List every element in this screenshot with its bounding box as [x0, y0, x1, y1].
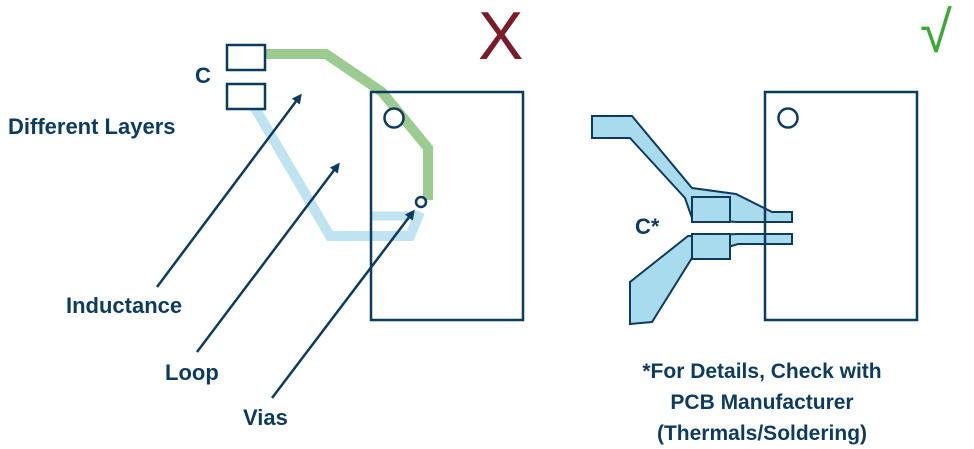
arrow-vias	[271, 209, 415, 399]
capacitor-pad-bottom	[225, 82, 267, 111]
manufacturer-note: *For Details, Check with PCB Manufacture…	[612, 356, 912, 449]
note-line-1: *For Details, Check with	[642, 360, 882, 383]
note-line-3: (Thermals/Soldering)	[656, 422, 868, 445]
arrow-loop	[196, 162, 340, 353]
via-hole	[414, 195, 428, 209]
pin1-marker-left	[383, 107, 405, 129]
arrow-inductance	[155, 93, 302, 288]
ic-package-left	[369, 90, 525, 322]
vias-label: Vias	[243, 405, 288, 430]
capacitor-body-good-bottom	[691, 233, 731, 260]
capacitor-pad-top	[225, 43, 267, 72]
pin1-marker-right	[777, 107, 799, 129]
ic-package-right	[763, 90, 919, 322]
green-trace-top-layer	[264, 49, 433, 200]
copper-trace-bottom	[629, 233, 793, 326]
copper-trace-top	[591, 115, 793, 223]
capacitor-body-good-top	[691, 196, 731, 223]
different-layers-label: Different Layers	[8, 114, 176, 139]
check-mark: √	[920, 0, 952, 65]
x-mark: X	[478, 0, 524, 74]
component-label-c: C	[195, 63, 211, 88]
loop-label: Loop	[165, 360, 219, 385]
component-label-c-star: C*	[635, 214, 660, 239]
inductance-label: Inductance	[66, 293, 183, 318]
note-line-2: PCB Manufacturer	[670, 391, 854, 414]
